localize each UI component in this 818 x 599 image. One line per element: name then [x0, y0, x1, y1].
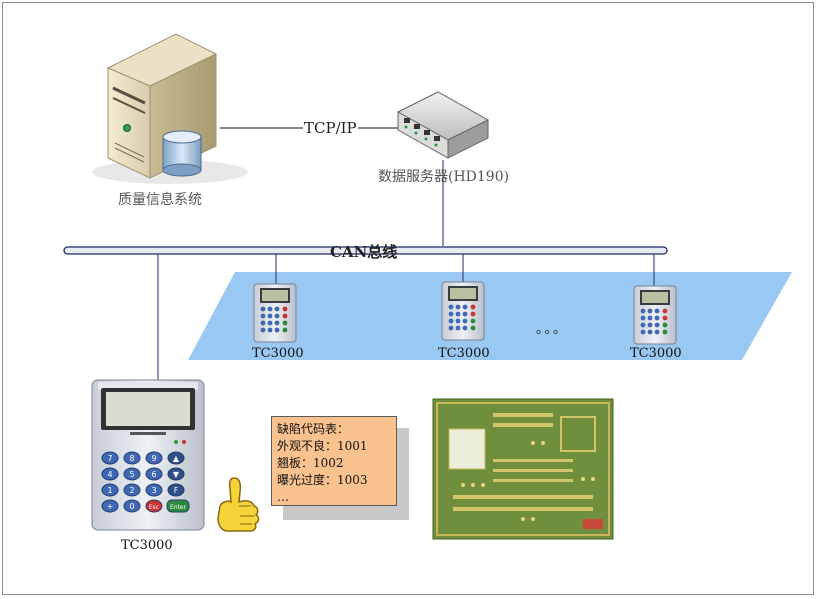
- terminal-label-1: TC3000: [252, 346, 304, 361]
- keypad-key-label: F: [174, 486, 179, 495]
- data-server-icon: [396, 91, 490, 159]
- keypad-key-label: 1: [107, 486, 112, 495]
- keypad-key-label: 0: [129, 502, 134, 511]
- defect-row: …: [277, 490, 289, 504]
- tcp-ip-label: TCP/IP: [303, 119, 358, 137]
- keypad-key-label: 4: [107, 470, 112, 479]
- data-server-label: 数据服务器(HD190): [378, 169, 510, 185]
- main-terminal-label: TC3000: [121, 538, 173, 553]
- keypad-key-label: ▲: [173, 454, 180, 463]
- defect-row: 翘板：1002: [277, 456, 344, 470]
- terminal-label-3: TC3000: [630, 346, 682, 361]
- more-terminals-ellipsis: 。。。: [536, 322, 569, 337]
- keypad-key-label: 5: [129, 470, 134, 479]
- keypad-key: [145, 483, 163, 497]
- keypad-key: [123, 499, 141, 513]
- pcb-board-image: [432, 398, 614, 540]
- keypad-key-label: 9: [151, 454, 156, 463]
- quality-system-label: 质量信息系统: [118, 192, 202, 208]
- keypad-key: [101, 483, 119, 497]
- keypad-key: [167, 467, 185, 481]
- can-bus-bar: [63, 246, 668, 255]
- keypad-key: [101, 467, 119, 481]
- keypad-key-label: +: [107, 502, 114, 511]
- defect-code-table: 缺陷代码表： 外观不良：1001 翘板：1002 曝光过度：1003 …: [271, 416, 397, 506]
- defect-row: 外观不良：1001: [277, 439, 368, 453]
- keypad-key: [166, 499, 190, 513]
- keypad-key: [123, 451, 141, 465]
- keypad-key-label: 2: [129, 486, 134, 495]
- terminal-label-2: TC3000: [438, 346, 490, 361]
- keypad-key: [101, 499, 119, 513]
- defect-row: 曝光过度：1003: [277, 473, 368, 487]
- keypad-key: [167, 483, 185, 497]
- keypad-key-label: 3: [151, 486, 156, 495]
- terminal-icon-2: [441, 281, 485, 341]
- pointing-hand-icon: [217, 477, 260, 532]
- server-icon: [92, 33, 248, 184]
- can-bus-label: CAN总线: [330, 243, 398, 261]
- keypad-key: [167, 451, 185, 465]
- keypad-key-label: Enter: [170, 504, 187, 511]
- keypad-key: [145, 499, 163, 513]
- main-terminal-icon: 7 8 9 ▲ 4 5 6 ▼ 1 2 3 F +0 Esc Enter: [91, 379, 205, 531]
- keypad-key: [123, 467, 141, 481]
- terminal-icon-3: [633, 285, 677, 345]
- keypad-key: [123, 483, 141, 497]
- keypad-key: [101, 451, 119, 465]
- defect-table-title: 缺陷代码表：: [277, 422, 350, 436]
- keypad-key-label: 8: [129, 454, 134, 463]
- keypad-key-label: ▼: [173, 470, 180, 479]
- keypad-key-label: Esc: [149, 504, 159, 511]
- keypad-key-label: 6: [151, 470, 156, 479]
- keypad-key-label: 7: [107, 454, 112, 463]
- keypad-key: [145, 451, 163, 465]
- keypad-key: [145, 467, 163, 481]
- terminal-icon-1: [253, 283, 297, 343]
